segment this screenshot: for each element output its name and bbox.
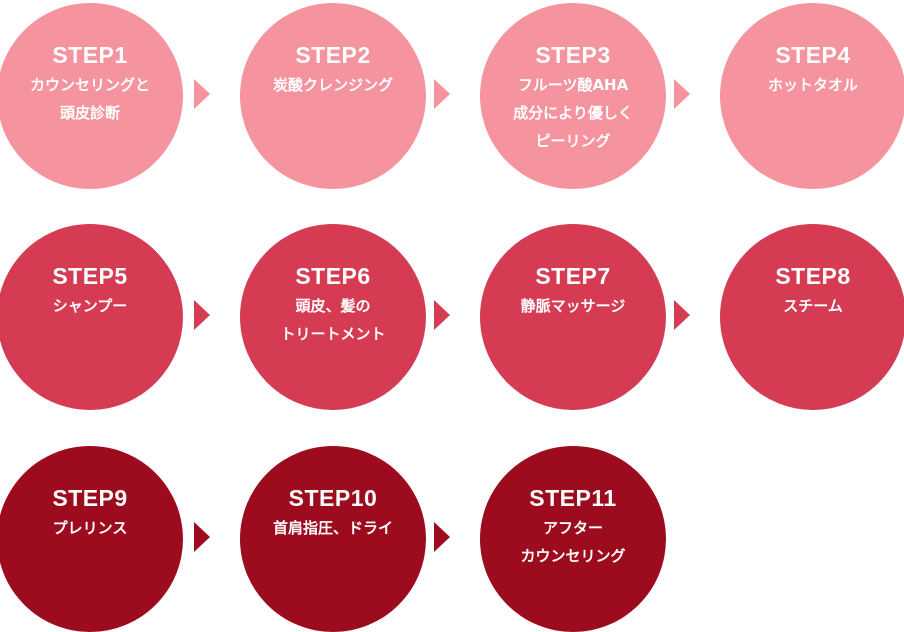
step-9-label: プレリンス <box>52 519 128 537</box>
step-2-circle: STEP2 炭酸クレンジング <box>240 3 426 189</box>
step-9-number: STEP9 <box>52 485 128 511</box>
step-1-number: STEP1 <box>52 42 128 68</box>
step-7-number: STEP7 <box>535 263 611 289</box>
step-3-label: フルーツ酸AHA 成分により優しく ピーリング <box>513 76 633 150</box>
step-2-label: 炭酸クレンジング <box>272 76 393 94</box>
step-5-circle: STEP5 シャンプー <box>0 224 183 410</box>
step-11-circle: STEP11 アフター カウンセリング <box>480 446 666 632</box>
step-7-label: 静脈マッサージ <box>520 297 626 315</box>
arrow-right-icon <box>194 79 210 109</box>
step-11-label: アフター カウンセリング <box>520 519 626 565</box>
step-2-number: STEP2 <box>295 42 371 68</box>
step-8-number: STEP8 <box>775 263 851 289</box>
step-6-circle: STEP6 頭皮、髪の トリートメント <box>240 224 426 410</box>
step-6-label: 頭皮、髪の トリートメント <box>280 297 386 343</box>
arrow-right-icon <box>674 79 690 109</box>
step-4-circle: STEP4 ホットタオル <box>720 3 904 189</box>
step-8-label: スチーム <box>783 297 843 315</box>
step-4-label: ホットタオル <box>767 76 858 94</box>
arrow-right-icon <box>434 300 450 330</box>
arrow-right-icon <box>434 522 450 552</box>
step-5-label: シャンプー <box>52 297 128 315</box>
step-1-circle: STEP1 カウンセリングと 頭皮診断 <box>0 3 183 189</box>
step-10-label: 首肩指圧、ドライ <box>272 519 393 537</box>
step-10-circle: STEP10 首肩指圧、ドライ <box>240 446 426 632</box>
step-3-circle: STEP3 フルーツ酸AHA 成分により優しく ピーリング <box>480 3 666 189</box>
step-6-number: STEP6 <box>295 263 371 289</box>
step-8-circle: STEP8 スチーム <box>720 224 904 410</box>
arrow-right-icon <box>194 300 210 330</box>
step-11-number: STEP11 <box>529 485 617 511</box>
step-5-number: STEP5 <box>52 263 128 289</box>
step-9-circle: STEP9 プレリンス <box>0 446 183 632</box>
step-10-number: STEP10 <box>288 485 378 511</box>
step-3-number: STEP3 <box>535 42 611 68</box>
step-4-number: STEP4 <box>775 42 851 68</box>
arrow-right-icon <box>674 300 690 330</box>
step-7-circle: STEP7 静脈マッサージ <box>480 224 666 410</box>
arrow-right-icon <box>194 522 210 552</box>
step-1-label: カウンセリングと 頭皮診断 <box>29 76 150 122</box>
arrow-right-icon <box>434 79 450 109</box>
